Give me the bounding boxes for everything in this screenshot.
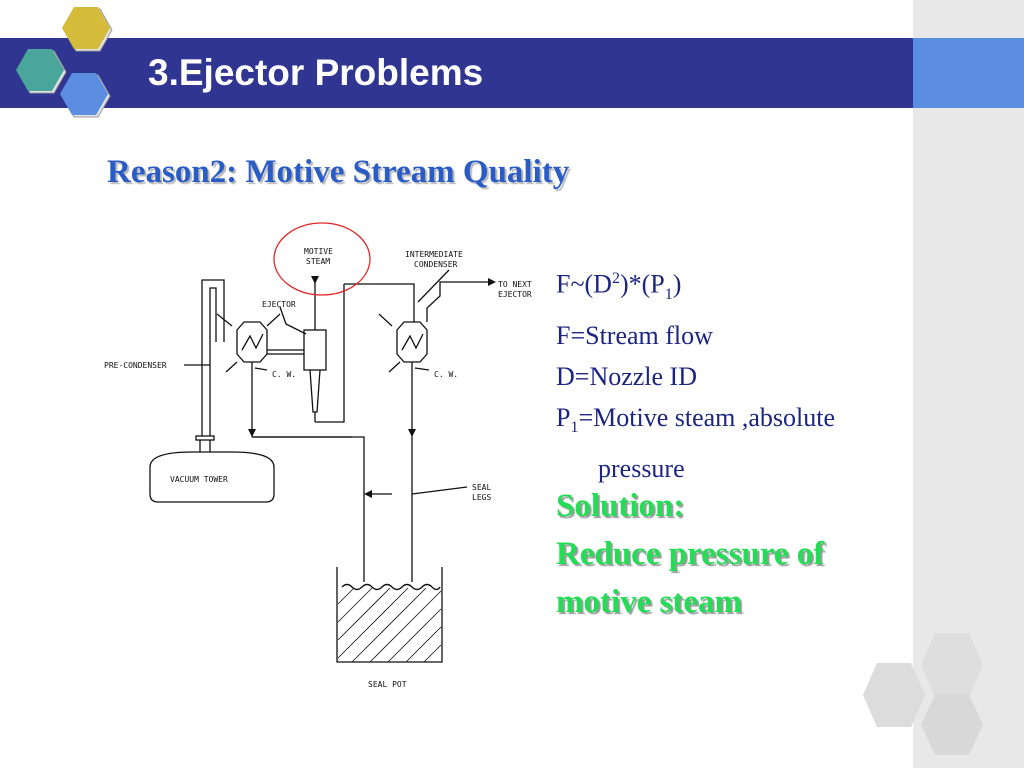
seal-pot [336, 567, 443, 663]
label-motive: MOTIVE [304, 247, 333, 256]
solution-line-2: motive steam [556, 584, 743, 620]
label-seal-pot: SEAL POT [368, 680, 407, 689]
formula-line-1: F~(D2)*(P1) [556, 269, 682, 303]
vacuum-tower [149, 451, 275, 503]
pre-condenser [236, 321, 268, 363]
label-intermediate: INTERMEDIATE [405, 250, 463, 259]
label-ejector: EJECTOR [262, 300, 296, 309]
formula-line-5: pressure [598, 454, 685, 484]
first-ejector [303, 329, 327, 371]
formula-line-2: F=Stream flow [556, 320, 713, 350]
label-ejector-out: EJECTOR [498, 290, 532, 299]
formula-block: F~(D2)*(P1) F=Stream flow D=Nozzle ID P1… [556, 258, 835, 489]
label-vacuum-tower: VACUUM TOWER [170, 475, 228, 484]
label-seal: SEAL [472, 483, 491, 492]
hexagon-logo-icon [16, 7, 113, 118]
label-condenser: CONDENSER [414, 260, 458, 269]
formula-line-4: P1=Motive steam ,absolute [556, 402, 836, 437]
label-legs: LEGS [472, 493, 491, 502]
slide-title: 3.Ejector Problems [148, 52, 484, 93]
label-to-next: TO NEXT [498, 280, 532, 289]
label-pre-condenser: PRE-CONDENSER [104, 361, 167, 370]
slide-subtitle: Reason2: Motive Stream Quality [107, 154, 570, 190]
label-cw-1: C. W. [272, 370, 296, 379]
motive-steam-highlight [273, 222, 371, 296]
label-cw-2: C. W. [434, 370, 458, 379]
solution-line-1: Reduce pressure of [556, 536, 825, 572]
ejector-system-diagram: MOTIVE STEAM INTERMEDIATE CONDENSER TO N… [104, 222, 532, 689]
solution-block: Solution: Reduce pressure of motive stea… [556, 482, 824, 626]
title-bar-accent [913, 38, 1024, 108]
decorative-hexagons-icon [863, 633, 983, 755]
solution-heading: Solution: [556, 488, 685, 524]
title-bar [0, 38, 913, 108]
formula-line-3: D=Nozzle ID [556, 361, 697, 391]
intermediate-condenser [396, 321, 428, 363]
label-steam: STEAM [306, 257, 330, 266]
